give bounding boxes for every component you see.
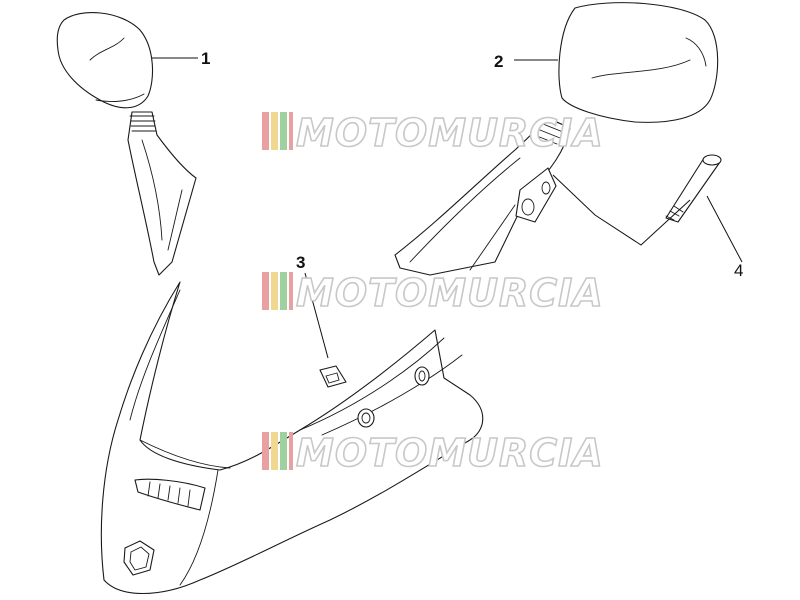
- watermark-stripe: [262, 112, 269, 150]
- watermark-stripe: [289, 432, 293, 470]
- right-mirror: [394, 2, 719, 276]
- watermark-text: MOTOMURCIA: [296, 271, 604, 315]
- callout-2: 2: [494, 52, 503, 71]
- watermark-top: MOTOMURCIA: [262, 110, 604, 156]
- watermark-stripe: [271, 112, 278, 150]
- watermark-stripe: [289, 112, 293, 150]
- leader-lines: [152, 57, 743, 359]
- watermark-stripe: [280, 272, 287, 310]
- callout-3: 3: [296, 253, 305, 272]
- watermark-stripe: [271, 272, 278, 310]
- clip-nut: [319, 365, 347, 388]
- left-mirror: [56, 12, 197, 276]
- callout-1: 1: [201, 49, 210, 68]
- callout-4: 4: [734, 261, 743, 280]
- watermark-text: MOTOMURCIA: [296, 111, 604, 155]
- watermark-stripe: [262, 272, 269, 310]
- watermark-stripe: [280, 432, 287, 470]
- watermark-stripe: [271, 432, 278, 470]
- watermark-stripe: [289, 272, 293, 310]
- watermark-bottom: MOTOMURCIA: [262, 430, 604, 476]
- watermark-middle: MOTOMURCIA: [262, 270, 604, 316]
- watermark-stripe: [262, 432, 269, 470]
- screw: [665, 154, 722, 223]
- watermark-stripe: [280, 112, 287, 150]
- watermark-text: MOTOMURCIA: [296, 431, 604, 475]
